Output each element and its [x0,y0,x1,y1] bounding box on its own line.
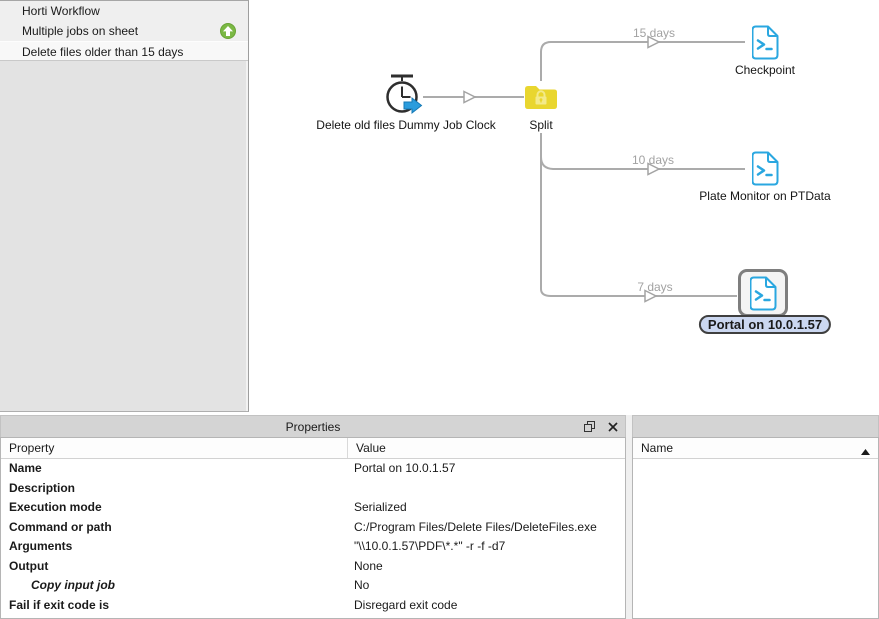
node-label-checkpoint: Checkpoint [734,63,796,77]
property-row-arguments: Arguments "\\10.0.1.57\PDF\*.*" -r -f -d… [1,537,625,557]
property-name: Execution mode [9,500,102,514]
sidebar-item-label: Multiple jobs on sheet [22,24,139,38]
terminal-document-icon [751,151,779,186]
sidebar-item-delete-files[interactable]: Delete files older than 15 days [0,41,248,61]
right-panel-header: Name [633,438,878,459]
float-panel-icon [584,421,595,432]
edge-label-10-days: 10 days [631,153,675,167]
property-value[interactable] [348,615,625,618]
green-up-arrow-icon [220,23,236,39]
right-panel-titlebar[interactable] [632,415,879,437]
properties-panel: Properties [0,415,626,619]
property-row-clipped: Fail if stdout contains [1,615,625,618]
property-value[interactable] [348,479,625,499]
locked-folder-icon [525,86,557,109]
edge-15-days [540,41,745,81]
property-name: Name [9,461,42,475]
node-label-plate-monitor: Plate Monitor on PTData [699,189,831,203]
property-name: Fail if stdout contains [1,615,348,618]
arrowhead-icon [644,289,658,303]
column-header-name[interactable]: Name [641,441,674,455]
node-label-split: Split [529,118,553,132]
arrowhead-icon [463,90,477,104]
right-panel-table: Name [632,437,879,619]
property-row-copy-input-job: Copy input job No [1,576,625,596]
sidebar-item-horti-workflow[interactable]: Horti Workflow [0,1,248,21]
top-area: Horti Workflow Multiple jobs on sheet De… [0,0,879,415]
sidebar-item-label: Delete files older than 15 days [22,45,184,59]
arrowhead-icon [647,35,661,49]
right-panel-content[interactable] [633,459,878,618]
arrowhead-icon [647,162,661,176]
terminal-document-icon [749,276,776,310]
property-value[interactable]: Portal on 10.0.1.57 [354,461,456,475]
terminal-document-icon [751,25,779,60]
scroll-up-icon[interactable] [861,444,870,458]
property-name: Description [9,480,76,495]
edge-7-days [540,288,737,297]
property-value[interactable]: Serialized [354,500,407,514]
property-value[interactable]: Disregard exit code [354,597,458,612]
node-split[interactable] [524,81,558,114]
workflow-canvas[interactable]: 15 days 10 days 7 days Delete old files … [249,0,879,415]
edge-label-15-days: 15 days [632,26,676,40]
properties-title: Properties [285,419,341,434]
property-row-name: Name Portal on 10.0.1.57 [1,459,625,479]
column-header-property[interactable]: Property [1,438,348,458]
close-icon [607,421,618,432]
property-row-description: Description [1,479,625,499]
workflow-list: Horti Workflow Multiple jobs on sheet De… [0,0,249,412]
sidebar-empty-area [0,61,248,471]
node-portal-selected[interactable] [738,269,788,317]
node-checkpoint[interactable] [751,25,779,63]
properties-table-header: Property Value [1,438,625,459]
node-clock[interactable] [382,72,424,121]
property-name: Output [9,558,49,573]
property-name: Arguments [9,539,73,553]
property-row-fail-if-exit-code: Fail if exit code is Disregard exit code [1,596,625,616]
close-panel-button[interactable] [606,420,619,433]
sidebar-item-multiple-jobs[interactable]: Multiple jobs on sheet [0,21,248,41]
property-value[interactable]: "\\10.0.1.57\PDF\*.*" -r -f -d7 [354,539,506,553]
properties-table: Property Value Name Portal on 10.0.1.57 … [0,437,626,619]
float-panel-button[interactable] [583,420,596,433]
edge-10-days [540,156,745,170]
edge-label-7-days: 7 days [637,280,673,294]
node-plate-monitor[interactable] [751,151,779,189]
sidebar-item-label: Horti Workflow [22,4,100,18]
property-row-output: Output None [1,557,625,577]
properties-titlebar[interactable]: Properties [0,415,626,437]
bottom-area: Properties [0,415,879,619]
property-name: Fail if exit code is [9,597,110,612]
panel-splitter[interactable] [626,415,632,619]
property-value[interactable]: C:/Program Files/Delete Files/DeleteFile… [354,519,597,534]
clock-icon [386,74,423,115]
property-row-execution-mode: Execution mode Serialized [1,498,625,518]
property-name: Command or path [9,519,112,534]
workflow-edges [423,35,745,303]
node-label-clock: Delete old files Dummy Job Clock [316,118,496,132]
right-panel: Name [632,415,879,619]
column-header-value[interactable]: Value [356,441,386,455]
property-value[interactable]: No [354,578,370,592]
node-label-portal[interactable]: Portal on 10.0.1.57 [698,315,832,334]
property-value[interactable]: None [354,558,383,573]
property-name: Copy input job [31,578,115,592]
property-row-command-or-path: Command or path C:/Program Files/Delete … [1,518,625,538]
